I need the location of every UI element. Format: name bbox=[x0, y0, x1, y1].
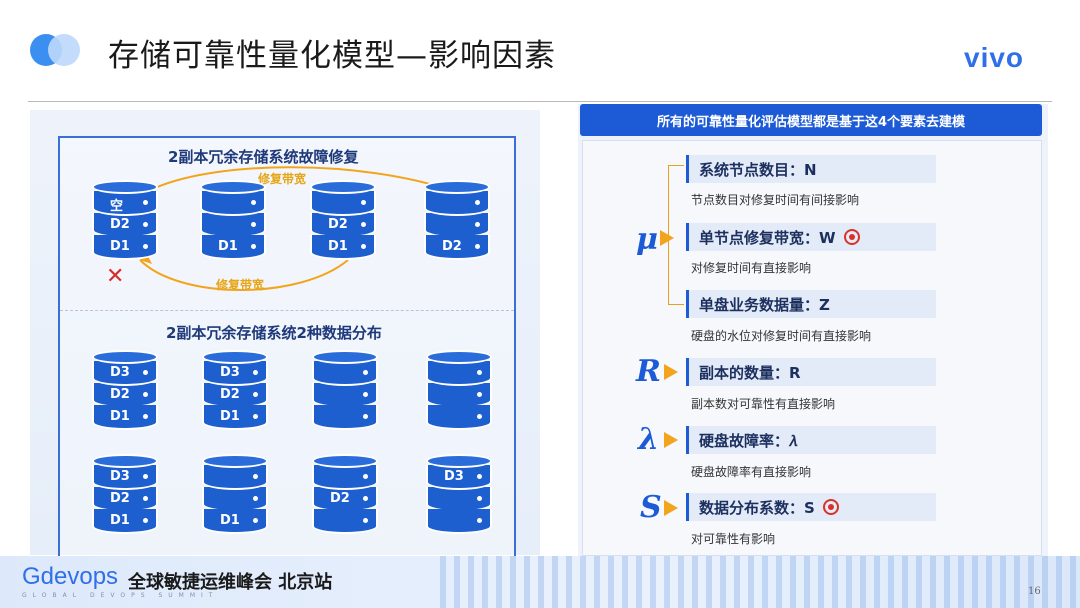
section-divider bbox=[60, 310, 514, 311]
skyline-decoration bbox=[440, 556, 1080, 608]
database-icon: D1 bbox=[200, 180, 266, 260]
target-icon bbox=[843, 229, 860, 245]
factor-z: 单盘业务数据量：Z bbox=[686, 290, 936, 318]
factor-z-desc: 硬盘的水位对修复时间有直接影响 bbox=[691, 329, 872, 343]
factor-w-desc: 对修复时间有直接影响 bbox=[691, 261, 812, 275]
arrow-icon bbox=[660, 230, 674, 246]
factor-n-desc: 节点数目对修复时间有间接影响 bbox=[691, 193, 860, 207]
factors-banner: 所有的可靠性量化评估模型都是基于这4个要素去建模 bbox=[580, 104, 1042, 136]
arrow-icon bbox=[664, 364, 678, 380]
arrow-icon bbox=[664, 500, 678, 516]
database-icon: 空 D2 D1 bbox=[92, 180, 158, 260]
lambda-symbol: λ bbox=[638, 422, 660, 457]
database-icon: D1 bbox=[202, 454, 268, 534]
database-icon: D3 D2 D1 bbox=[92, 454, 158, 534]
failure-cross-icon: ✕ bbox=[106, 264, 125, 289]
r-symbol: R bbox=[636, 354, 661, 389]
footer bbox=[0, 556, 1080, 608]
header-divider bbox=[28, 101, 1052, 102]
factor-r: 副本的数量：R bbox=[686, 358, 936, 386]
factor-r-desc: 副本数对可靠性有直接影响 bbox=[691, 397, 836, 411]
right-panel bbox=[582, 140, 1042, 556]
repair-bandwidth-label-bottom: 修复带宽 bbox=[216, 278, 265, 292]
repair-bandwidth-label-top: 修复带宽 bbox=[258, 172, 307, 186]
database-icon: D2 D1 bbox=[310, 180, 376, 260]
database-icon: D3 D2 D1 bbox=[92, 350, 158, 430]
database-icon bbox=[426, 350, 492, 430]
summit-name: 全球敏捷运维峰会 北京站 bbox=[128, 572, 333, 593]
factor-s: 数据分布系数：S bbox=[686, 493, 936, 521]
database-icon: D3 D2 D1 bbox=[202, 350, 268, 430]
factor-n: 系统节点数目：N bbox=[686, 155, 936, 183]
arrow-icon bbox=[664, 432, 678, 448]
summit-subtitle: GLOBAL DEVOPS SUMMIT bbox=[22, 592, 219, 599]
target-icon bbox=[822, 499, 839, 515]
mu-symbol: μ bbox=[636, 222, 658, 257]
database-icon: D3 bbox=[426, 454, 492, 534]
brand-logo: vivo bbox=[964, 42, 1025, 73]
database-icon: D2 bbox=[424, 180, 490, 260]
database-icon: D2 bbox=[312, 454, 378, 534]
logo-circles bbox=[30, 34, 82, 66]
factor-w: 单节点修复带宽：W bbox=[686, 223, 936, 251]
factor-lambda: 硬盘故障率：𝜆 bbox=[686, 426, 936, 454]
page-title: 存储可靠性量化模型—影响因素 bbox=[108, 38, 556, 74]
distribution-section-title: 2副本冗余存储系统2种数据分布 bbox=[166, 324, 382, 342]
s-symbol: S bbox=[640, 490, 662, 525]
database-icon bbox=[312, 350, 378, 430]
gdevops-logo: Gdevops bbox=[22, 563, 119, 590]
page-number: 16 bbox=[1028, 586, 1041, 597]
factor-lambda-desc: 硬盘故障率有直接影响 bbox=[691, 465, 812, 479]
repair-section-title: 2副本冗余存储系统故障修复 bbox=[168, 148, 359, 166]
factor-s-desc: 对可靠性有影响 bbox=[691, 532, 776, 546]
